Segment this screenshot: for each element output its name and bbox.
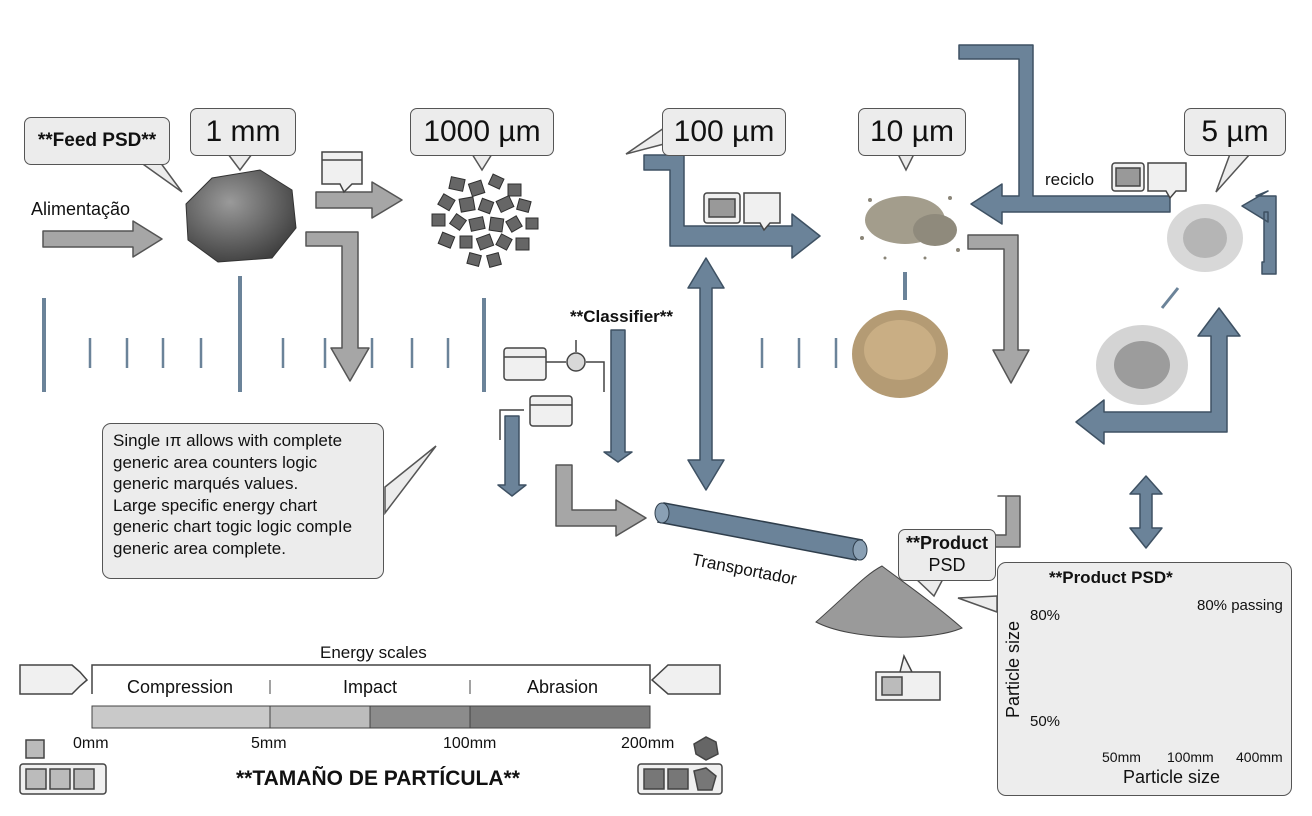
feed-arrow — [42, 220, 163, 258]
chart-title: **Product PSD* — [1049, 568, 1173, 587]
blue-arrows — [497, 44, 1277, 549]
classifier-label: **Classifier** — [570, 307, 674, 326]
x-tick-label: 400mm — [1236, 749, 1283, 765]
x-tick-label: 50mm — [1102, 749, 1141, 765]
scale-tick-label: 100mm — [443, 735, 497, 752]
double-arrow-small — [1129, 475, 1163, 549]
product-psd-bubble: **Product PSD — [898, 529, 996, 581]
chat-icon — [321, 151, 363, 194]
dust-cloud-image — [1167, 204, 1243, 272]
note-line: generic area counters logic — [113, 452, 318, 472]
note-line: generic area complete. — [113, 538, 286, 558]
left-tab — [19, 664, 89, 695]
chart-annotation: 80% passing — [1197, 597, 1283, 614]
arrow-down-left — [305, 231, 370, 382]
feed-psd-bubble: **Feed PSD** — [24, 117, 170, 165]
grey-arrows — [42, 181, 1030, 548]
x-tick-label: 100mm — [1167, 749, 1214, 765]
bracket-right — [993, 495, 1021, 548]
product-psd-panel — [997, 562, 1292, 796]
alimentacao-label: Alimentação — [31, 199, 131, 219]
right-tab — [650, 664, 721, 695]
zone-compression: Compression — [127, 677, 234, 697]
size-bubble-1000um: 1000 µm — [410, 108, 554, 156]
note-line: Large specific energy chart — [113, 495, 318, 515]
size-bubble-100um: 100 µm — [662, 108, 786, 156]
arrow-100um-to-10um — [643, 154, 821, 259]
return-bracket — [1241, 190, 1277, 275]
arrow-to-conveyor — [555, 464, 647, 537]
particle-size-footer: **TAMAÑO DE PARTÍCULA** — [236, 767, 520, 790]
product-psd-label: **Product — [905, 533, 988, 553]
recycle-arrow — [958, 44, 1171, 225]
note-line: generic chart togic logic compIe — [113, 517, 353, 536]
arrow-up-left — [1075, 307, 1241, 445]
window-icon — [529, 395, 573, 427]
y-tick-label: 50% — [1030, 713, 1061, 730]
fine-powder-image — [860, 196, 960, 260]
product-psd-label-2: PSD — [928, 555, 966, 575]
product-pile — [815, 565, 963, 638]
zone-impact: Impact — [343, 677, 398, 697]
reciclo-label: reciclo — [1045, 170, 1095, 189]
double-arrow-vertical — [687, 257, 725, 491]
size-bubble-1mm: 1 mm — [190, 108, 296, 156]
note-line: Single ıπ allows with complete — [113, 431, 343, 450]
scale-tick-label: 200mm — [621, 735, 675, 752]
size-bubble-10um: 10 µm — [858, 108, 966, 156]
rock-icon — [693, 736, 719, 761]
zone-abrasion: Abrasion — [527, 677, 599, 697]
dark-dust-image — [1096, 325, 1188, 405]
sand-pile-image — [852, 310, 948, 398]
energy-scale — [91, 664, 651, 729]
chat-icon — [1147, 162, 1187, 200]
energy-scales-title: Energy scales — [316, 643, 431, 663]
crushed-rocks-image — [431, 173, 539, 268]
feed-rock-image — [185, 169, 297, 263]
left-column — [497, 415, 527, 497]
y-tick-label: 80% — [1030, 607, 1061, 624]
y-axis-label: Particle size — [1003, 620, 1023, 718]
sensor-icon — [566, 352, 586, 372]
x-axis-label: Particle size — [1123, 767, 1221, 787]
arrow-down-10um — [967, 234, 1030, 384]
arrow-to-1000um — [315, 181, 403, 219]
note-box: Single ıπ allows with complete generic a… — [102, 423, 384, 579]
note-line: generic marqués values. — [113, 474, 299, 493]
bubble-tails — [137, 126, 1252, 614]
chat-icon — [743, 192, 781, 232]
scale-tick-label: 0mm — [73, 735, 109, 752]
classifier-column — [603, 329, 633, 463]
conveyor-belt — [654, 502, 868, 561]
ui-icons — [19, 151, 1187, 795]
scale-tick-label: 5mm — [251, 735, 287, 752]
window-icon — [503, 347, 547, 381]
size-bubble-5um: 5 µm — [1184, 108, 1286, 156]
size-ticks — [42, 272, 1180, 392]
